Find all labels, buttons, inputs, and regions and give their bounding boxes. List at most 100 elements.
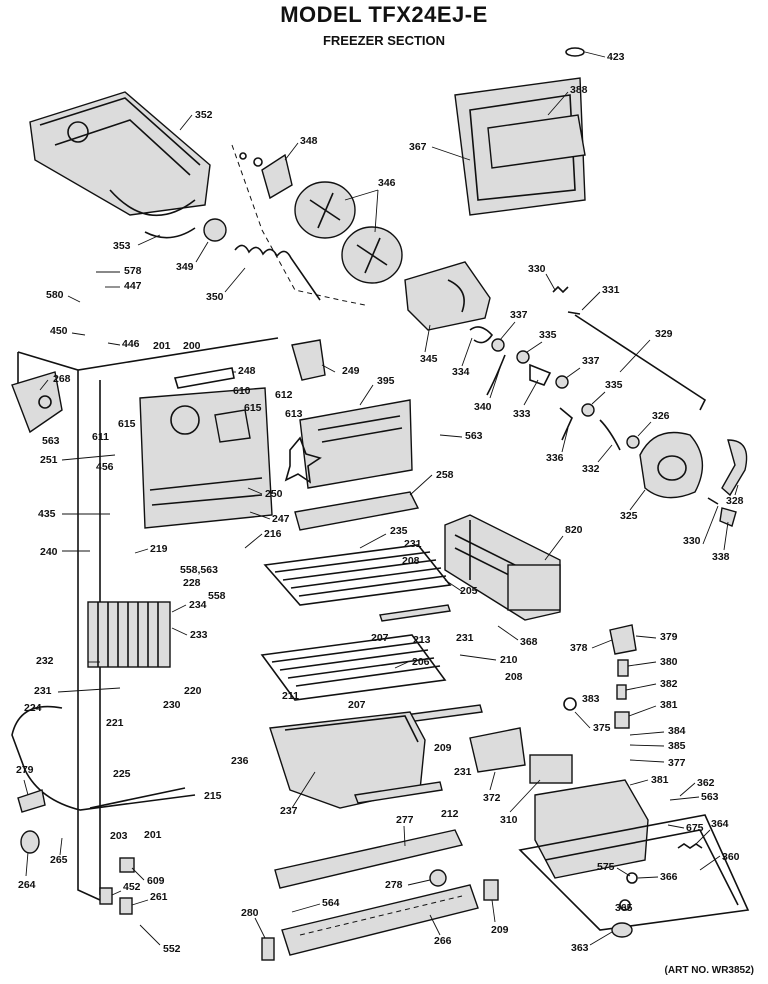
callout-372: 372 [483, 792, 501, 804]
leader-261 [131, 899, 149, 906]
motor-325 [639, 431, 704, 499]
pin-330b [707, 497, 719, 505]
callout-360: 360 [722, 851, 740, 863]
callout-338: 338 [712, 551, 730, 563]
leader-278 [407, 879, 431, 886]
tray-360 [518, 814, 750, 931]
shelf-206-wires [271, 641, 441, 687]
callout-208b: 208 [505, 671, 523, 683]
callout-336: 336 [546, 452, 564, 464]
control-housing-381 [534, 779, 649, 879]
callout-552: 552 [163, 943, 181, 955]
cover-372 [469, 727, 526, 773]
leader-353 [137, 234, 161, 246]
callout-456: 456 [96, 461, 114, 473]
leader-384 [629, 731, 665, 736]
bucket-wire-353 [144, 227, 196, 239]
washer-423 [565, 47, 585, 57]
part-264 [20, 830, 40, 854]
part-366 [626, 872, 638, 884]
motor-hub [657, 455, 687, 481]
callout-277: 277 [396, 814, 414, 826]
part-269 [483, 879, 499, 901]
callout-330b: 330 [683, 535, 701, 547]
leader-279 [23, 779, 29, 796]
leader-346 [344, 189, 379, 233]
callout-231d: 231 [454, 766, 472, 778]
bushing-337b [555, 375, 569, 389]
callout-345: 345 [420, 353, 438, 365]
callout-363: 363 [571, 942, 589, 954]
leader-379 [635, 635, 657, 639]
heater-coil-225 [89, 787, 186, 809]
callout-612: 612 [275, 389, 293, 401]
callout-264: 264 [18, 879, 36, 891]
callout-261: 261 [150, 891, 168, 903]
callout-216: 216 [264, 528, 282, 540]
leader-338 [723, 521, 729, 551]
bracket-328 [721, 439, 748, 497]
bracket-248 [173, 367, 235, 389]
leader-580 [67, 295, 81, 303]
leader-251 [61, 454, 116, 461]
callout-384: 384 [668, 725, 686, 737]
bushing-326 [626, 435, 640, 449]
leader-334 [461, 337, 473, 367]
leader-552 [139, 924, 161, 946]
switch-379 [609, 624, 637, 655]
spring-331 [567, 311, 581, 315]
leader-277 [403, 825, 406, 847]
spring-380 [617, 659, 629, 677]
callout-615a: 615 [244, 402, 262, 414]
leader-336 [561, 427, 569, 453]
fan-motor-610 [214, 409, 251, 443]
cam-333 [529, 363, 552, 386]
part-363 [611, 922, 633, 938]
leader-265 [59, 837, 63, 856]
leader-575 [616, 867, 631, 877]
ice-bucket-hub [67, 121, 89, 143]
callout-450: 450 [50, 325, 68, 337]
callout-266: 266 [434, 935, 452, 947]
leader-280 [254, 917, 266, 939]
callout-365: 365 [615, 902, 633, 914]
leader-365 [623, 905, 627, 909]
shelf-rail-209 [403, 704, 483, 723]
leader-446 [107, 342, 121, 346]
duct-258 [294, 491, 420, 531]
callout-452: 452 [123, 881, 141, 893]
callout-381b: 381 [651, 774, 669, 786]
shelf-235 [263, 544, 452, 606]
callout-379: 379 [660, 631, 678, 643]
callout-364: 364 [711, 818, 729, 830]
callout-340: 340 [474, 401, 492, 413]
leader-233 [171, 627, 188, 636]
leader-234 [171, 604, 187, 613]
leader-375 [574, 711, 591, 729]
leader-364 [694, 829, 711, 846]
leader-380 [627, 661, 657, 667]
cover-opening [170, 405, 200, 435]
grille-slots [299, 895, 463, 936]
callout-213: 213 [413, 634, 431, 646]
bracket-279 [17, 789, 46, 813]
leader-388 [547, 91, 569, 116]
leader-337a [499, 321, 516, 341]
callout-207a: 207 [371, 632, 389, 644]
callout-558-563: 558,563 [180, 564, 218, 576]
part-365 [619, 899, 631, 911]
leader-423 [584, 51, 606, 58]
shelf-206 [260, 634, 447, 701]
callout-211: 211 [282, 690, 299, 702]
callout-205: 205 [460, 585, 478, 597]
callout-310: 310 [500, 814, 518, 826]
part-381 [614, 711, 630, 729]
leader-337b [565, 367, 581, 379]
section-title: FREEZER SECTION [322, 33, 446, 48]
callout-206: 206 [412, 656, 430, 668]
leader-325 [629, 489, 646, 511]
callout-265: 265 [50, 854, 68, 866]
callout-349: 349 [176, 261, 194, 273]
leader-219 [134, 548, 149, 554]
callout-563a: 563 [465, 430, 483, 442]
